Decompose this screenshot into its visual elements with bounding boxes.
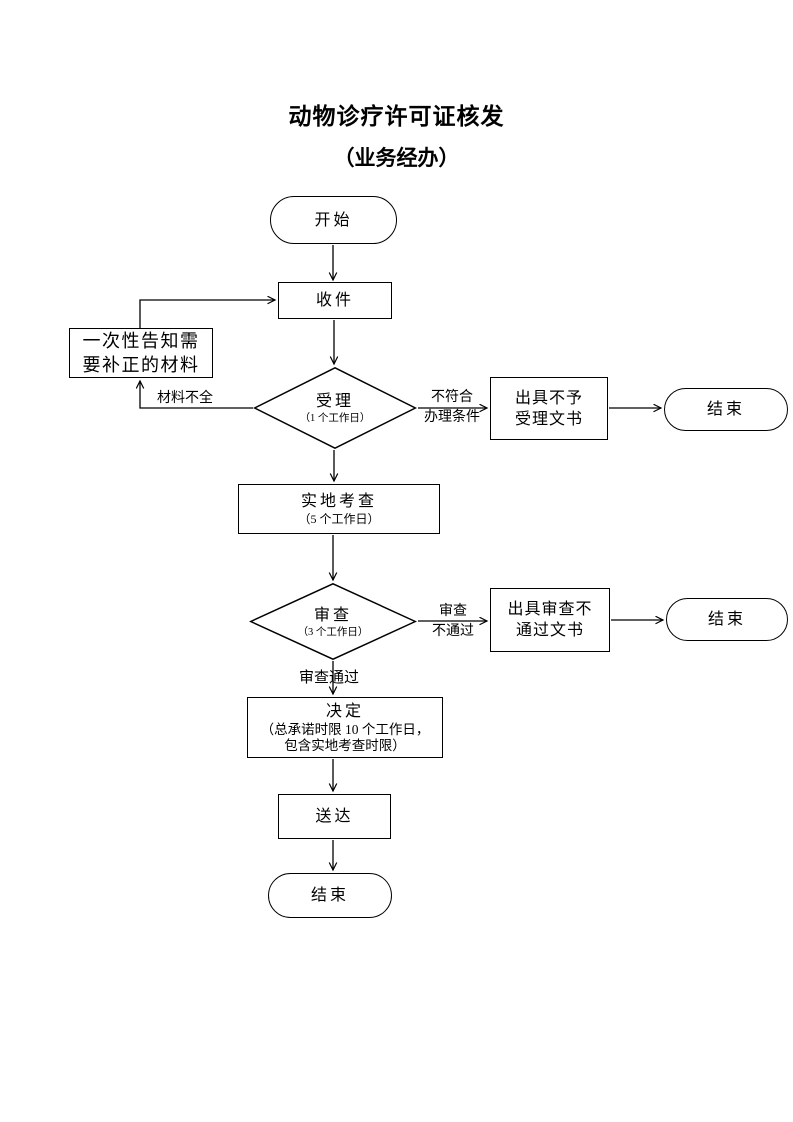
deliver-node: 送达 bbox=[278, 794, 391, 839]
end-reject-label: 结束 bbox=[706, 401, 745, 418]
edge-label-not-meet-line1: 不符合 bbox=[431, 390, 473, 405]
end-review-label: 结束 bbox=[707, 611, 746, 628]
edge-label-review-fail-line1: 审查 bbox=[439, 604, 467, 619]
edge-notify-receive bbox=[139, 300, 275, 328]
review-decision-node: 审查 （3 个工作日） bbox=[249, 583, 417, 660]
page-title: 动物诊疗许可证核发 bbox=[288, 104, 505, 129]
diamond-shape bbox=[253, 367, 417, 449]
page-subtitle: （业务经办） bbox=[333, 146, 460, 170]
diamond-shape bbox=[249, 583, 417, 660]
edge-label-materials-incomplete: 材料不全 bbox=[157, 391, 213, 406]
decision-note-line2: 包含实地考查时限） bbox=[284, 738, 406, 753]
edge-label-review-pass: 审查通过 bbox=[299, 670, 360, 686]
site-visit-duration: （5 个工作日） bbox=[298, 512, 380, 526]
accept-decision-node: 受理 （1 个工作日） bbox=[253, 367, 417, 449]
reject-doc-node: 出具不予 受理文书 bbox=[490, 377, 608, 440]
start-label: 开始 bbox=[314, 211, 353, 229]
reject-doc-line2: 受理文书 bbox=[514, 410, 583, 428]
notify-line1: 一次性告知需 bbox=[82, 331, 200, 351]
accept-duration: （1 个工作日） bbox=[299, 413, 371, 424]
edge-label-review-fail-line2: 不通过 bbox=[432, 624, 474, 639]
receive-node: 收件 bbox=[278, 282, 392, 319]
end-final-label: 结束 bbox=[310, 887, 349, 904]
decision-label: 决定 bbox=[325, 702, 364, 720]
notify-line2: 要补正的材料 bbox=[82, 355, 200, 375]
receive-label: 收件 bbox=[315, 292, 354, 309]
review-fail-doc-line2: 通过文书 bbox=[515, 622, 584, 639]
end-reject-node: 结束 bbox=[664, 388, 788, 431]
review-label: 审查 bbox=[313, 606, 352, 624]
edge-label-review-fail: 审查 不通过 bbox=[426, 602, 480, 642]
site-visit-node: 实地考查 （5 个工作日） bbox=[238, 484, 440, 534]
site-visit-label: 实地考查 bbox=[300, 493, 377, 510]
start-node: 开始 bbox=[270, 196, 397, 244]
end-final-node: 结束 bbox=[268, 873, 392, 918]
end-review-node: 结束 bbox=[666, 598, 788, 641]
notify-node: 一次性告知需 要补正的材料 bbox=[69, 328, 213, 378]
deliver-label: 送达 bbox=[315, 808, 354, 825]
decision-node: 决定 （总承诺时限 10 个工作日， 包含实地考查时限） bbox=[247, 697, 443, 758]
review-fail-doc-line1: 出具审查不 bbox=[507, 601, 593, 618]
decision-note-line1: （总承诺时限 10 个工作日， bbox=[260, 721, 430, 737]
review-duration: （3 个工作日） bbox=[297, 626, 369, 638]
review-fail-doc-node: 出具审查不 通过文书 bbox=[490, 588, 610, 652]
edge-label-not-meet: 不符合 办理条件 bbox=[422, 388, 482, 428]
reject-doc-line1: 出具不予 bbox=[514, 389, 583, 407]
accept-label: 受理 bbox=[315, 393, 354, 410]
edge-label-not-meet-line2: 办理条件 bbox=[424, 410, 480, 425]
